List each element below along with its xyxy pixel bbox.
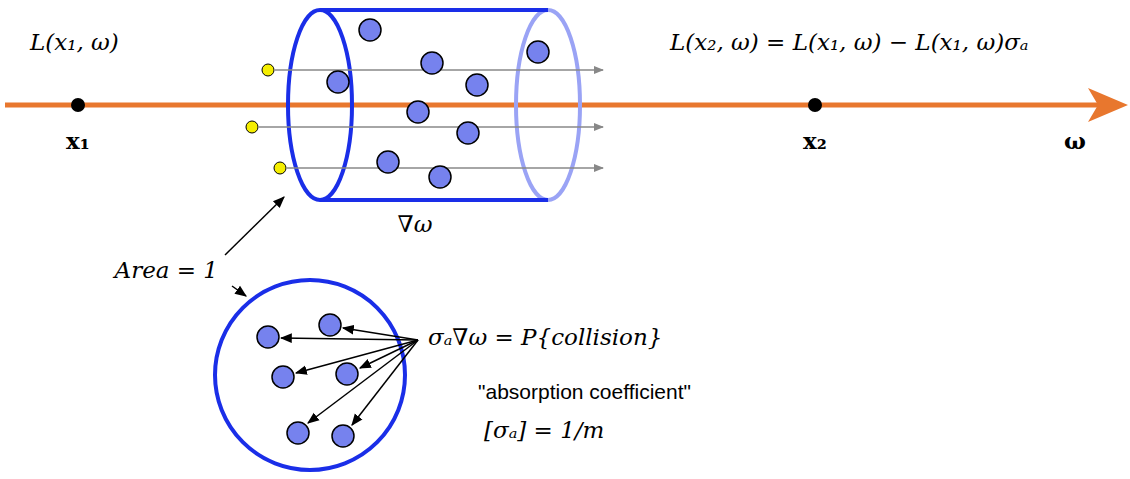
point-marker (808, 98, 822, 112)
leader-line (225, 197, 284, 255)
ray-arrowhead (1088, 88, 1128, 122)
pointer-arrow (296, 340, 418, 373)
cylinder-front (288, 10, 352, 200)
particle (319, 314, 341, 336)
cross-section (215, 280, 405, 470)
leader-line (232, 286, 246, 296)
particle (457, 122, 479, 144)
particle (272, 366, 294, 388)
pointer-arrow (352, 340, 418, 425)
cylinder-back (516, 10, 580, 200)
pointer-arrow (360, 340, 418, 368)
photon (274, 162, 286, 174)
photon-path (259, 126, 603, 128)
direction-label: ω (1064, 128, 1086, 153)
probability-label: σₐ∇ω = P{collision} (428, 325, 662, 350)
cylinder-edge (320, 198, 548, 202)
particle (336, 363, 358, 385)
particle (359, 19, 381, 41)
particle (429, 166, 451, 188)
point-label: x₁ (66, 128, 90, 153)
photon (262, 64, 274, 76)
particle (332, 425, 354, 447)
area-label: Area = 1 (115, 258, 218, 283)
photon (246, 121, 258, 133)
point-marker (71, 98, 85, 112)
radiance-label: L(x₁, ω) (30, 30, 119, 55)
equation-label: L(x₂, ω) = L(x₁, ω) − L(x₁, ω)σₐ (670, 30, 1029, 55)
particle (287, 422, 309, 444)
particle (466, 74, 488, 96)
cylinder-edge (320, 8, 548, 12)
unit-label: [σₐ] = 1/m (484, 418, 604, 443)
particle (327, 71, 349, 93)
pointer-arrow (343, 328, 418, 340)
particle (407, 101, 429, 123)
pointer-arrow (281, 338, 418, 340)
particle (377, 151, 399, 173)
volume-label: ∇ω (398, 212, 433, 237)
particle (257, 326, 279, 348)
point-label: x₂ (803, 128, 827, 153)
term-label: "absorption coefficient" (478, 380, 691, 403)
particle (527, 41, 549, 63)
ray-axis (5, 103, 1100, 108)
particle (421, 52, 443, 74)
